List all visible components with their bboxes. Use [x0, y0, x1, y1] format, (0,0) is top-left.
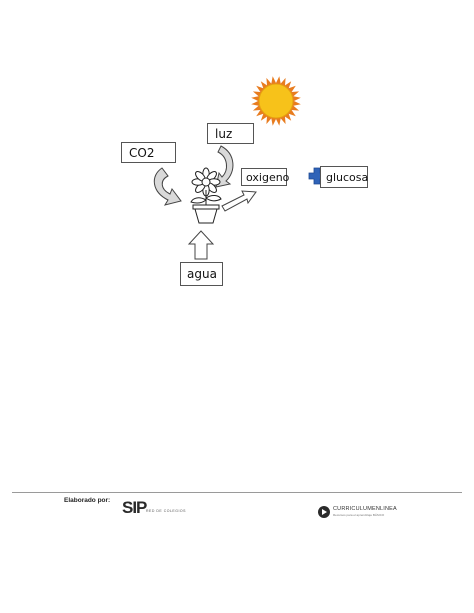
co2-curved-arrow-icon [153, 167, 182, 206]
glucosa-label: glucosa [326, 170, 369, 184]
elaborado-label: Elaborado por: [64, 497, 111, 504]
curriculum-logo-name: CURRICULUMENLINEA [333, 506, 397, 512]
glucosa-label-box: glucosa [320, 166, 368, 188]
luz-label-box: luz [207, 123, 254, 144]
oxygen-arrow-icon [221, 190, 257, 212]
curriculum-logo-tagline: Recursos para el aprendizaje BÁSICO [333, 513, 385, 517]
agua-label-box: agua [180, 262, 223, 286]
sip-subtitle: RED DE COLEGIOS [146, 509, 186, 513]
flower-pot-icon [190, 167, 222, 224]
oxigeno-label: oxigeno [246, 170, 290, 184]
curriculum-play-icon [318, 506, 330, 518]
oxigeno-label-box: oxigeno [241, 168, 290, 186]
luz-label: luz [215, 126, 233, 141]
footer-divider [12, 492, 462, 493]
agua-label: agua [187, 267, 217, 281]
co2-label: CO2 [129, 145, 155, 160]
water-up-arrow-icon [187, 230, 215, 260]
sun-icon [251, 76, 301, 126]
sip-logo: SIP [122, 498, 147, 517]
co2-label-box: CO2 [121, 142, 176, 163]
